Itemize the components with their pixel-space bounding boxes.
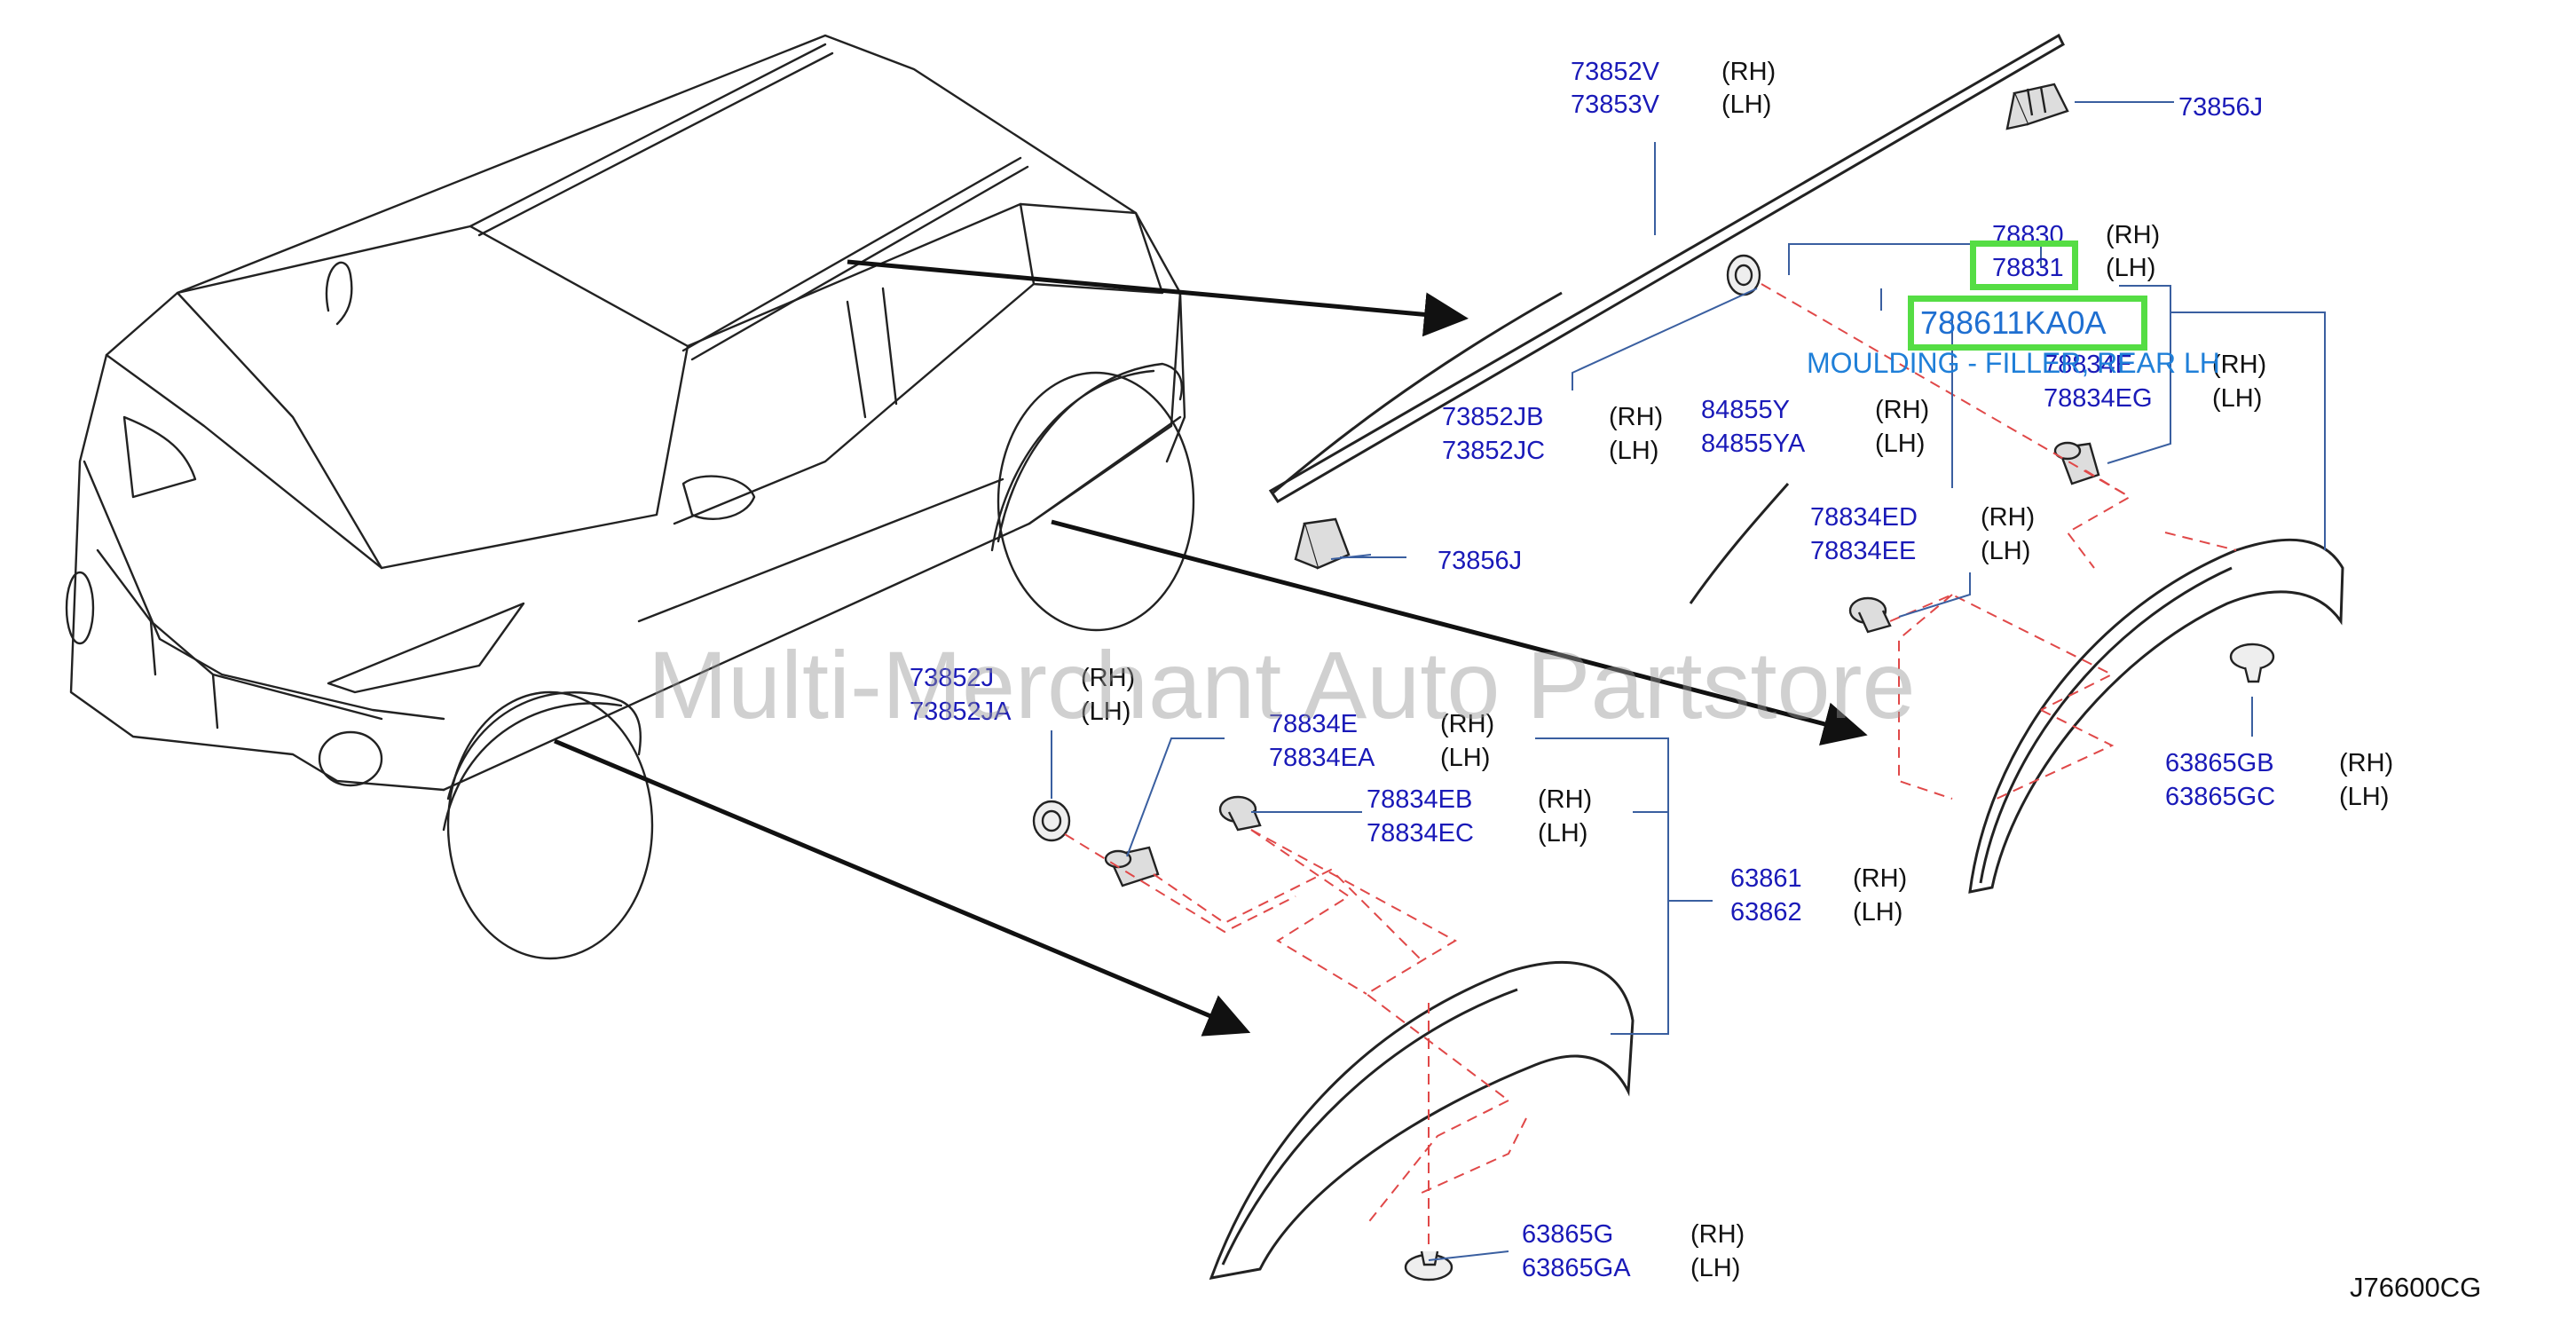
part-number-73852JB[interactable]: 73852JB [1442, 403, 1544, 431]
part-number-73852V[interactable]: 73852V [1571, 58, 1659, 86]
clip-73856J-lower [1294, 517, 1351, 570]
side-rh: (RH) [1981, 503, 2036, 532]
clip-78834E-rear [2053, 441, 2100, 485]
side-rh: (RH) [1853, 864, 1908, 893]
side-rh: (RH) [2106, 221, 2161, 249]
part-number-73852JA[interactable]: 73852JA [910, 698, 1012, 726]
part-number-78834EA[interactable]: 78834EA [1269, 744, 1375, 772]
side-rh: (RH) [2339, 749, 2394, 777]
side-lh: (LH) [1981, 537, 2031, 565]
side-rh: (RH) [1538, 785, 1593, 814]
part-number-78834E-rear[interactable]: 78834E [2044, 351, 2132, 379]
side-rh: (RH) [1875, 396, 1930, 424]
rear-wheel-arch-moulding [1968, 538, 2344, 894]
side-rh: (RH) [2212, 351, 2267, 379]
roof-moulding [1268, 33, 2065, 504]
side-lh: (LH) [2339, 783, 2390, 811]
screw-63865G [1404, 1250, 1453, 1282]
part-number-78834EB[interactable]: 78834EB [1367, 785, 1473, 814]
leader-lines [1051, 101, 2326, 1261]
part-number-63862[interactable]: 63862 [1730, 898, 1802, 927]
part-number-78831[interactable]: 78831 [1992, 254, 2064, 282]
diagram-code: J76600CG [2350, 1272, 2482, 1303]
grommet-73852JB [1726, 254, 1761, 296]
side-lh: (LH) [1853, 898, 1903, 927]
side-lh: (LH) [2106, 254, 2156, 282]
side-lh: (LH) [1440, 744, 1491, 772]
part-number-78834EC[interactable]: 78834EC [1367, 819, 1474, 848]
side-lh: (LH) [1690, 1254, 1741, 1282]
side-rh: (RH) [1721, 58, 1776, 86]
part-number-78834ED[interactable]: 78834ED [1810, 503, 1918, 532]
highlight-box-selected-part [1908, 296, 2147, 351]
part-number-63861[interactable]: 63861 [1730, 864, 1802, 893]
clip-78834ED [1848, 596, 1892, 634]
front-wheel-arch-moulding [1209, 961, 1635, 1280]
part-number-63865GC[interactable]: 63865GC [2165, 783, 2276, 811]
side-lh: (LH) [1538, 819, 1588, 848]
direction-arrows [554, 259, 1868, 1037]
part-number-63865GB[interactable]: 63865GB [2165, 749, 2274, 777]
clip-78834E-front [1104, 846, 1160, 887]
vehicle-outline [65, 34, 1195, 960]
side-lh: (LH) [1875, 430, 1926, 458]
part-number-73853V[interactable]: 73853V [1571, 91, 1659, 119]
side-rh: (RH) [1690, 1220, 1745, 1249]
part-number-63865G[interactable]: 63865G [1522, 1220, 1614, 1249]
clip-73856J-top [2005, 83, 2069, 130]
grommet-73852J [1032, 800, 1071, 842]
part-number-73856J-lower[interactable]: 73856J [1438, 547, 1523, 575]
clip-78834EB [1218, 795, 1262, 832]
selected-part-description: MOULDING - FILLER, REAR LH [1807, 347, 2220, 379]
side-lh: (LH) [1081, 698, 1131, 726]
part-number-78834EE[interactable]: 78834EE [1810, 537, 1917, 565]
highlight-box-78831 [1970, 241, 2078, 290]
watermark: Multi-Merchant Auto Partstore [648, 631, 1916, 738]
install-lines [1064, 283, 2237, 1251]
selected-part-number[interactable]: 788611KA0A [1920, 304, 2107, 341]
moulding-84855Y [1689, 483, 1790, 604]
part-number-73852J[interactable]: 73852J [910, 664, 995, 692]
side-rh: (RH) [1081, 664, 1136, 692]
part-number-73856J-top[interactable]: 73856J [2178, 93, 2264, 122]
side-lh: (LH) [2212, 384, 2263, 413]
side-lh: (LH) [1609, 437, 1659, 465]
screw-63865GB [2229, 643, 2275, 683]
part-number-63865GA[interactable]: 63865GA [1522, 1254, 1631, 1282]
side-rh: (RH) [1440, 710, 1495, 738]
part-number-84855YA[interactable]: 84855YA [1701, 430, 1806, 458]
part-number-78834E-front[interactable]: 78834E [1269, 710, 1358, 738]
side-lh: (LH) [1721, 91, 1772, 119]
side-rh: (RH) [1609, 403, 1664, 431]
part-number-84855Y[interactable]: 84855Y [1701, 396, 1790, 424]
part-number-73852JC[interactable]: 73852JC [1442, 437, 1546, 465]
part-number-78834EG[interactable]: 78834EG [2044, 384, 2153, 413]
